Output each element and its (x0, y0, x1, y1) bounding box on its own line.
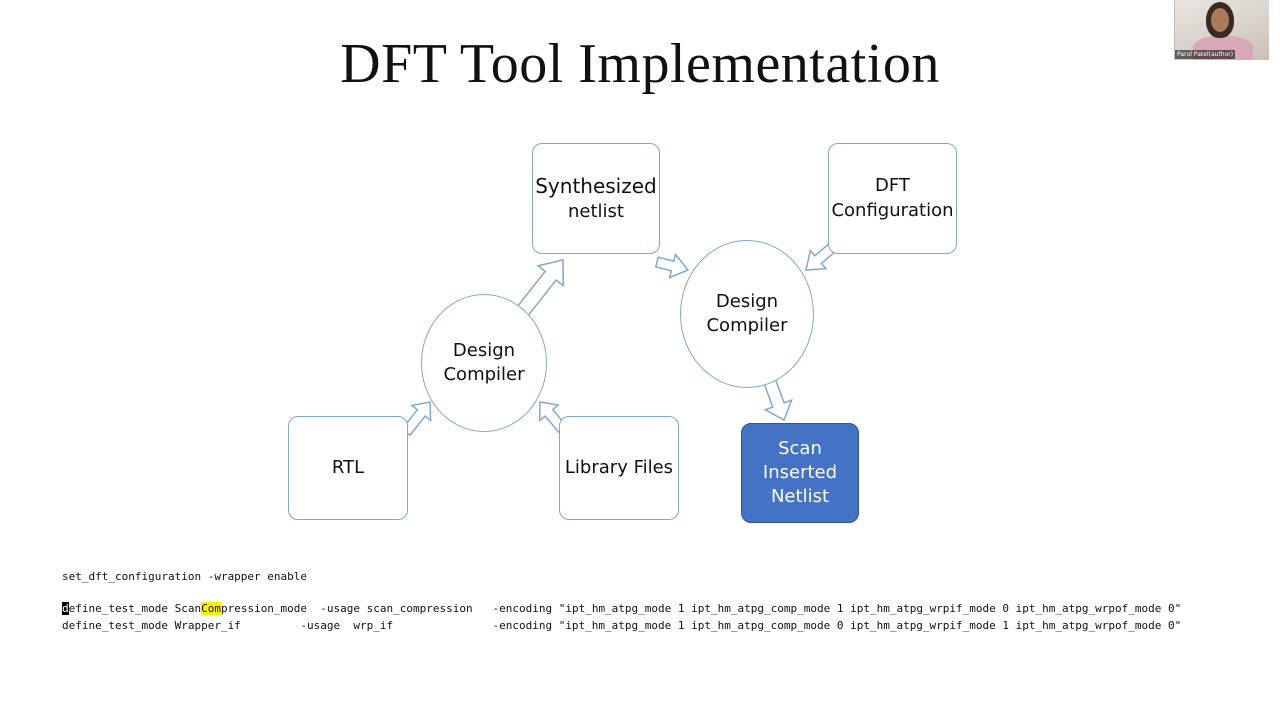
design-compiler-2-label-line1: Design (715, 290, 779, 312)
dft-configuration-box: DFT Configuration (828, 143, 957, 254)
design-compiler-1-label-line1: Design (452, 339, 516, 361)
rtl-box: RTL (288, 416, 408, 520)
code-line-2-part-a: efine_test_mode Scan (68, 602, 202, 615)
scan-inserted-netlist-label-line1: Scan (778, 437, 822, 459)
code-line-2-part-b: pression_mode -usage scan_compression -e… (220, 602, 1182, 615)
arrow-compiler-1-to-synthesized (515, 259, 564, 318)
dft-configuration-label-line1: DFT (875, 175, 910, 197)
scan-inserted-netlist-box: Scan Inserted Netlist (741, 423, 859, 523)
code-line-3: define_test_mode Wrapper_if -usage wrp_i… (62, 619, 1182, 632)
scan-inserted-netlist-label-line3: Netlist (770, 486, 830, 508)
synthesized-netlist-box: Synthesized netlist (532, 143, 660, 254)
library-files-label: Library Files (564, 456, 674, 478)
synthesized-netlist-label-line2: netlist (568, 200, 624, 222)
webcam-name-label: Parul Patel(author) (1175, 50, 1236, 59)
slide-title: DFT Tool Implementation (340, 33, 940, 95)
scan-inserted-netlist-label-line2: Inserted (762, 461, 838, 483)
design-compiler-1-circle: Design Compiler (421, 294, 547, 432)
search-highlight: Com (201, 602, 221, 615)
arrow-compiler-2-to-scan-netlist (763, 378, 793, 422)
dft-configuration-label-line2: Configuration (831, 199, 954, 221)
code-line-1: set_dft_configuration -wrapper enable (62, 570, 308, 583)
presenter-face (1211, 8, 1229, 32)
library-files-box: Library Files (559, 416, 679, 520)
arrow-synthesized-to-compiler-2 (654, 252, 690, 279)
webcam-thumbnail: Parul Patel(author) (1174, 0, 1269, 60)
synthesized-netlist-label-line1: Synthesized (535, 173, 657, 198)
design-compiler-2-circle: Design Compiler (680, 240, 814, 388)
design-compiler-2-label-line2: Compiler (706, 315, 788, 336)
code-line-2: define_test_mode ScanCompression_mode -u… (62, 602, 1181, 616)
rtl-label: RTL (331, 456, 365, 478)
text-cursor: d (62, 602, 69, 615)
design-compiler-1-label-line2: Compiler (443, 364, 525, 385)
